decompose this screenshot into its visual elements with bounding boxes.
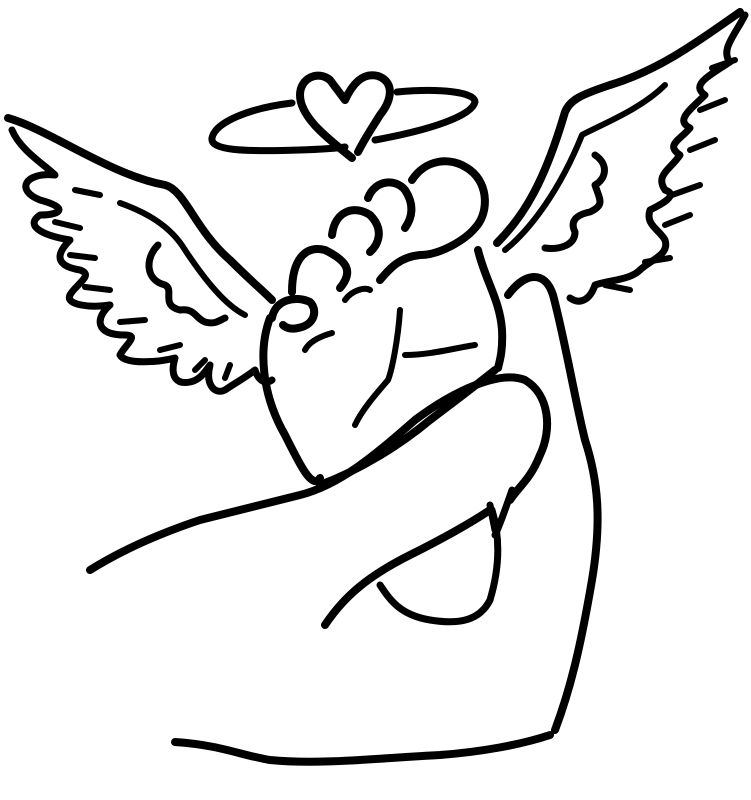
left-wing bbox=[4, 114, 276, 395]
heart-icon bbox=[296, 71, 394, 162]
halo bbox=[208, 87, 479, 155]
holding-hand bbox=[86, 273, 602, 766]
baby-foot bbox=[259, 157, 507, 485]
right-wing bbox=[493, 8, 749, 305]
